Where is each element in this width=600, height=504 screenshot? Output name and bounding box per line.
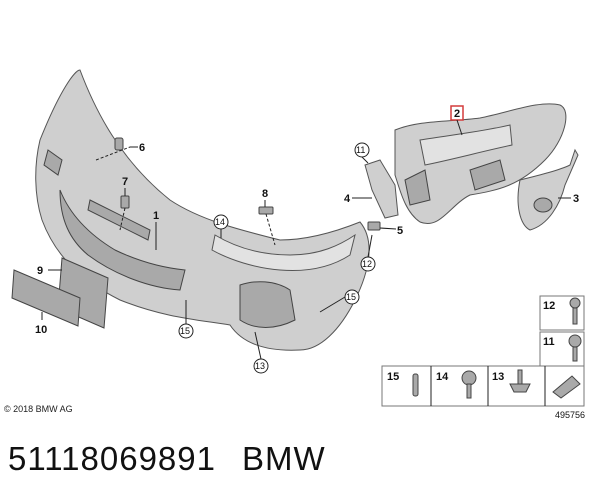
bracket-11[interactable]: [364, 159, 399, 219]
legend-13: 13: [492, 371, 504, 383]
bottom-title: 51118069891 BMW: [8, 440, 326, 478]
legend-14: 14: [436, 371, 449, 383]
brand: BMW: [242, 440, 326, 477]
clip-7[interactable]: [120, 195, 130, 209]
callout-15b: 15: [346, 292, 356, 302]
callout-5: 5: [397, 225, 403, 237]
bumper-panel[interactable]: [35, 69, 370, 351]
callout-1: 1: [153, 210, 159, 222]
license-plate-base-10[interactable]: [11, 269, 81, 327]
clip-6[interactable]: [114, 137, 124, 151]
clip-5[interactable]: [367, 221, 381, 231]
parts-diagram: 2 6 7 1 8 14 9 10 15 13 15 12 4 5 11 3 1…: [11, 69, 585, 420]
image-code: 495756: [555, 410, 585, 420]
legend-row: 15 14 13: [381, 365, 585, 407]
air-guide-3[interactable]: [517, 148, 579, 231]
legend-box-12: 12: [539, 295, 585, 331]
legend-box-11: 11: [539, 331, 585, 367]
svg-text:12: 12: [543, 300, 555, 312]
part-number: 51118069891: [8, 440, 216, 477]
callout-15a: 15: [180, 326, 190, 336]
copyright: © 2018 BMW AG: [4, 404, 73, 414]
callout-2: 2: [454, 108, 460, 120]
callout-6: 6: [139, 142, 145, 154]
callout-14: 14: [215, 217, 225, 227]
callout-10: 10: [35, 324, 47, 336]
callout-12: 12: [362, 259, 372, 269]
svg-text:11: 11: [543, 336, 555, 348]
callout-3: 3: [573, 193, 579, 205]
callout-8: 8: [262, 188, 268, 200]
carrier-2[interactable]: [394, 103, 567, 225]
legend-15: 15: [387, 371, 399, 383]
callout-4: 4: [344, 193, 351, 205]
callout-13: 13: [255, 361, 265, 371]
callout-11: 11: [356, 145, 365, 155]
callout-9: 9: [37, 265, 43, 277]
callout-7: 7: [122, 176, 128, 188]
clip-8[interactable]: [258, 206, 274, 215]
